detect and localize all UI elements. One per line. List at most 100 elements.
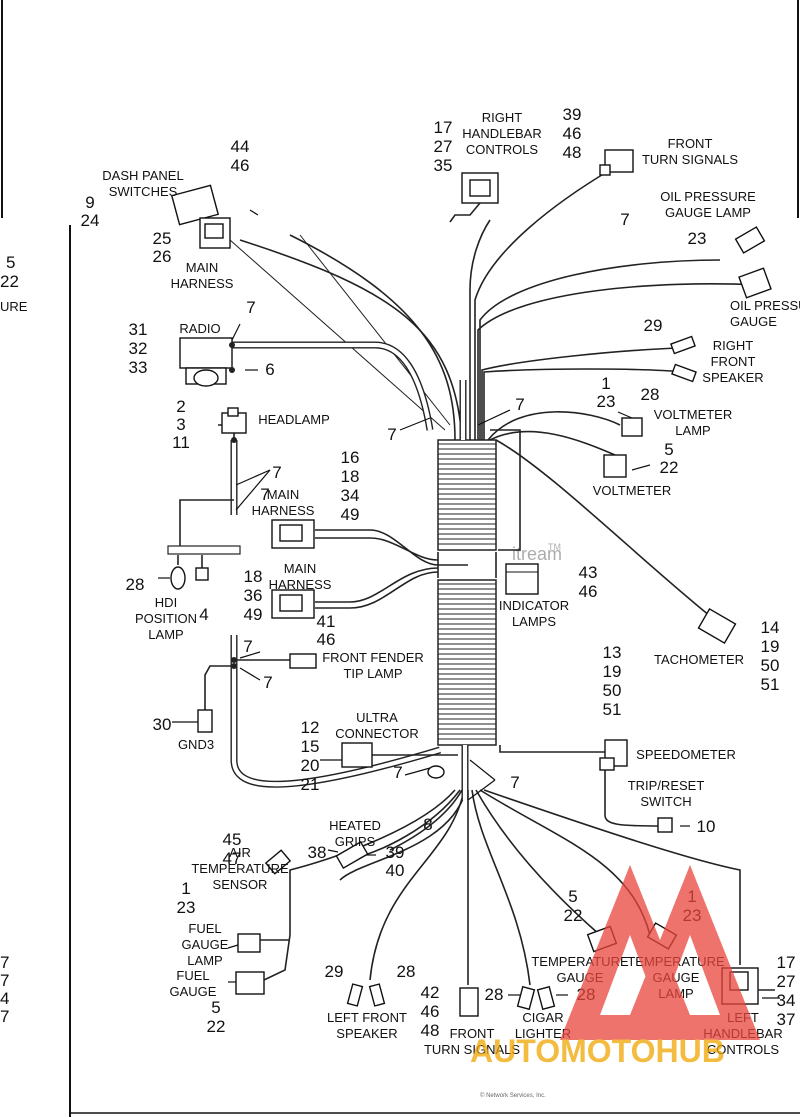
indicator-lamps-label: LAMPS	[512, 614, 556, 629]
main-harness-plug-lower	[271, 589, 315, 619]
trip-reset-switch-part-number: 10	[697, 817, 716, 836]
loose-reference-number: 7	[260, 485, 269, 504]
leader-lines	[158, 209, 780, 999]
main-harness-mid-part-number: 36	[244, 586, 263, 605]
ultra-connector-part-number: 20	[301, 756, 320, 775]
tachometer-part-number: 51	[761, 675, 780, 694]
wire-runs	[167, 169, 761, 986]
dash-panel-switches-part-number: 46	[231, 156, 250, 175]
voltmeter-connectors	[603, 417, 643, 478]
left-handlebar-controls-part-number: 37	[777, 1010, 796, 1029]
gnd3-connector	[197, 709, 213, 733]
fuel-gauge-part-number: 22	[207, 1017, 226, 1036]
tachometer-connector	[697, 608, 737, 644]
right-front-speaker-part-number: 28	[641, 385, 660, 404]
edge-fragment: 5	[6, 253, 15, 272]
heated-grips-part-number: 38	[308, 843, 327, 862]
hdi-position-lamp-label: LAMP	[148, 627, 183, 642]
fuel-gauge-part-number: 5	[211, 998, 220, 1017]
indicator-lamps-part-number: 46	[579, 582, 598, 601]
edge-fragment: 7	[0, 953, 9, 972]
dash-panel-switches-label: DASH PANEL	[102, 168, 183, 183]
indicator-lamps-part-number: 43	[579, 563, 598, 582]
air-temperature-sensor-part-number: 47	[223, 849, 242, 868]
radio-part-number: 32	[129, 339, 148, 358]
heated-grips-label: GRIPS	[335, 834, 376, 849]
front-fender-tip-lamp-connector	[231, 653, 317, 669]
main-harness-top-part-number: 9	[85, 193, 94, 212]
dash-panel-switches-connector	[170, 184, 231, 249]
fuel-gauge-lamp-label: LAMP	[187, 953, 222, 968]
main-harness-top-part-number: 26	[153, 247, 172, 266]
loose-reference-number: 7	[387, 425, 396, 444]
stream-watermark-tm: TM	[548, 542, 561, 552]
fuel-gauge-lamp-label: GAUGE	[182, 937, 229, 952]
main-harness-top-label: HARNESS	[171, 276, 234, 291]
harness-trunk	[437, 429, 605, 753]
front-turn-signals-bottom-part-number: 46	[421, 1002, 440, 1021]
voltmeter-label: VOLTMETER	[593, 483, 672, 498]
main-harness-left-label: HARNESS	[252, 503, 315, 518]
main-harness-plug-upper	[271, 519, 315, 549]
left-front-speaker-connectors	[346, 983, 386, 1007]
headlamp-part-number: 2	[176, 397, 185, 416]
tachometer-part-number: 19	[761, 637, 780, 656]
loose-reference-number: 7	[263, 673, 272, 692]
speedometer-part-number: 50	[603, 681, 622, 700]
components	[170, 149, 775, 1017]
right-front-speaker-part-number: 29	[644, 316, 663, 335]
front-turn-signals-top-label: FRONT	[668, 136, 713, 151]
speedometer-label: SPEEDOMETER	[636, 747, 736, 762]
main-harness-left-part-number: 16	[341, 448, 360, 467]
stream-watermark-text: itream	[512, 544, 562, 564]
ultra-connector-label: CONNECTOR	[335, 726, 419, 741]
headlamp-part-number: 11	[172, 433, 190, 452]
front-fender-tip-lamp-part-number: 46	[317, 630, 336, 649]
fuel-gauge-lamp-label: FUEL	[188, 921, 221, 936]
right-front-speaker-label: FRONT	[711, 354, 756, 369]
main-harness-left-part-number: 18	[341, 467, 360, 486]
headlamp-label: HEADLAMP	[258, 412, 330, 427]
main-harness-left-part-number: 34	[341, 486, 360, 505]
main-harness-mid-part-number: 49	[244, 605, 263, 624]
oil-pressure-gauge-label: OIL PRESSU	[730, 298, 800, 313]
tachometer-part-number: 50	[761, 656, 780, 675]
fuel-gauge-lamp-part-number: 23	[177, 898, 196, 917]
fuel-gauge-label: GAUGE	[170, 984, 217, 999]
air-temperature-sensor-label: SENSOR	[213, 877, 268, 892]
front-turn-signals-top-label: TURN SIGNALS	[642, 152, 738, 167]
tachometer-part-number: 14	[761, 618, 780, 637]
voltmeter-part-number: 5	[664, 440, 673, 459]
left-handlebar-controls-part-number: 17	[777, 953, 796, 972]
edge-fragment: 7	[0, 1007, 9, 1026]
main-harness-mid-label: MAIN	[284, 561, 317, 576]
cigar-lighter-label: LIGHTER	[515, 1026, 571, 1041]
radio-part-number: 6	[265, 360, 274, 379]
ultra-connector-part-number: 12	[301, 718, 320, 737]
right-front-speaker-label: SPEAKER	[702, 370, 763, 385]
main-harness-left-label: MAIN	[267, 487, 300, 502]
loose-reference-number: 7	[243, 637, 252, 656]
oil-pressure-gauge-lamp-part-number: 23	[688, 229, 707, 248]
front-turn-signals-top-part-number: 39	[563, 105, 582, 124]
front-turn-signals-bottom-label: TURN SIGNALS	[424, 1042, 520, 1057]
speedometer-part-number: 51	[603, 700, 622, 719]
edge-fragment: URE	[0, 299, 28, 314]
loose-reference-number: 7	[393, 763, 402, 782]
loose-reference-number: 7	[272, 463, 281, 482]
edge-fragment: 7	[0, 971, 9, 990]
front-turn-signals-bottom-label: FRONT	[450, 1026, 495, 1041]
trip-reset-switch-label: TRIP/RESET	[628, 778, 705, 793]
ultra-connector-body	[341, 742, 373, 768]
right-handlebar-controls-label: RIGHT	[482, 110, 523, 125]
